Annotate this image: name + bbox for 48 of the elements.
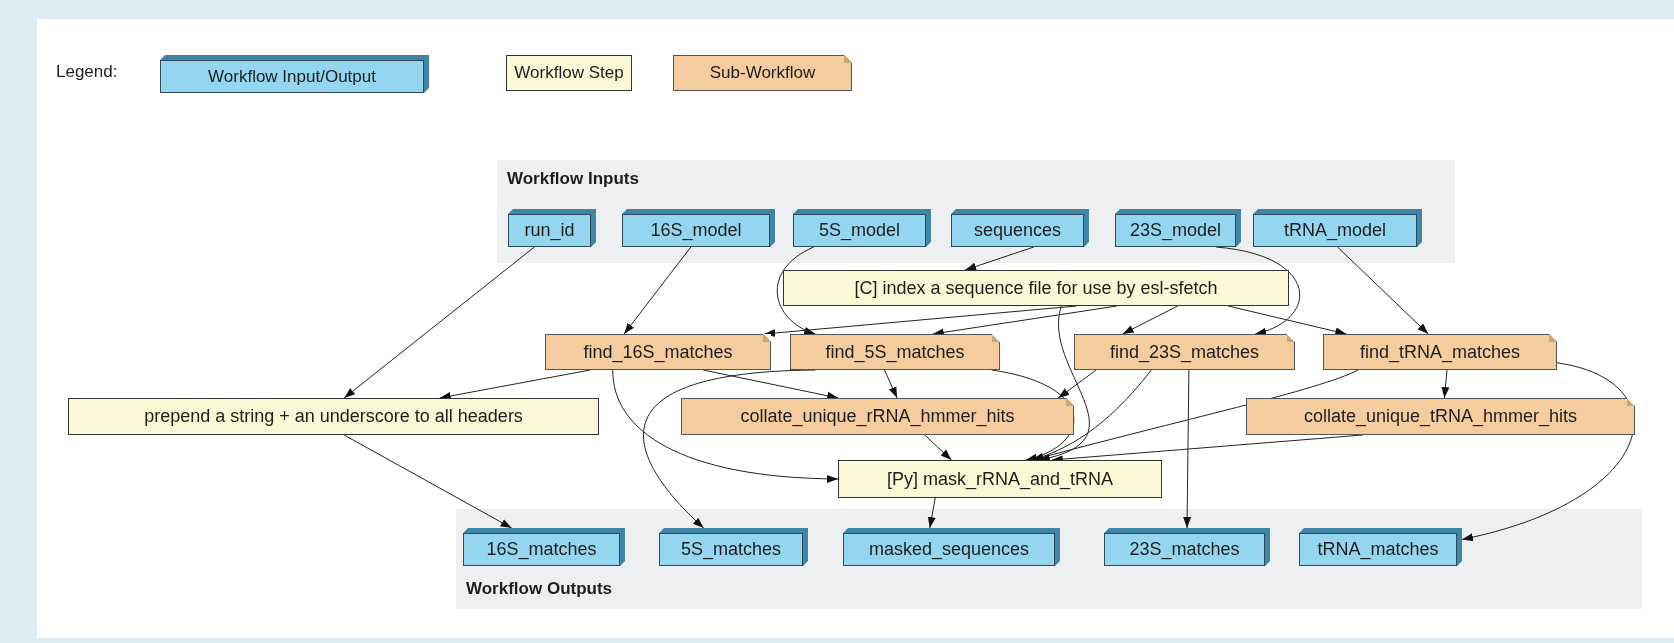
legend-swatch: Sub-Workflow [673, 55, 852, 91]
group-title: Workflow Inputs [507, 169, 639, 189]
arrow [924, 434, 952, 461]
arrow [439, 369, 591, 400]
data-box: 23S_matches [1104, 528, 1270, 566]
legend-heading: Legend: [56, 62, 118, 82]
data-box: 16S_matches [463, 528, 625, 566]
legend-swatch: Workflow Step [506, 55, 632, 91]
arrow [1337, 246, 1429, 335]
arrow [1183, 369, 1192, 529]
data-box: 5S_model [793, 209, 931, 247]
data-box: 5S_matches [659, 528, 808, 566]
data-box: sequences [951, 209, 1089, 247]
arrow [1227, 305, 1347, 336]
arrow [643, 369, 816, 529]
subworkflow-box: find_16S_matches [545, 334, 771, 370]
arrow [1215, 246, 1301, 335]
data-box: 23S_model [1115, 209, 1241, 247]
step-box: [Py] mask_rRNA_and_tRNA [838, 460, 1162, 498]
data-box: masked_sequences [843, 528, 1060, 566]
arrow [612, 369, 839, 483]
arrow [343, 246, 535, 399]
subworkflow-box: find_5S_matches [790, 334, 1000, 370]
arrow [343, 434, 513, 529]
data-box: tRNA_matches [1299, 528, 1462, 566]
data-box: tRNA_model [1253, 209, 1422, 247]
arrow [763, 305, 1077, 337]
subworkflow-box: find_tRNA_matches [1323, 334, 1557, 370]
group-panel [456, 509, 1642, 609]
subworkflow-box: find_23S_matches [1074, 334, 1295, 370]
arrow [1461, 362, 1635, 541]
data-box: 16S_model [622, 209, 775, 247]
arrow [927, 497, 936, 529]
step-box: [C] index a sequence file for use by esl-sfetch [783, 270, 1289, 306]
group-panel [497, 160, 1455, 263]
subworkflow-box: collate_unique_tRNA_hmmer_hits [1246, 398, 1635, 435]
subworkflow-box: collate_unique_rRNA_hmmer_hits [681, 398, 1074, 435]
step-box: prepend a string + an underscore to all headers [68, 398, 599, 435]
arrow [884, 369, 898, 399]
arrow [702, 369, 839, 400]
group-title: Workflow Outputs [466, 579, 613, 599]
arrow [623, 246, 692, 335]
arrow [964, 246, 1035, 271]
arrow [1057, 369, 1097, 399]
arrow [1441, 369, 1450, 399]
arrow [932, 305, 1118, 337]
data-box: run_id [508, 209, 596, 247]
arrow [776, 246, 816, 335]
